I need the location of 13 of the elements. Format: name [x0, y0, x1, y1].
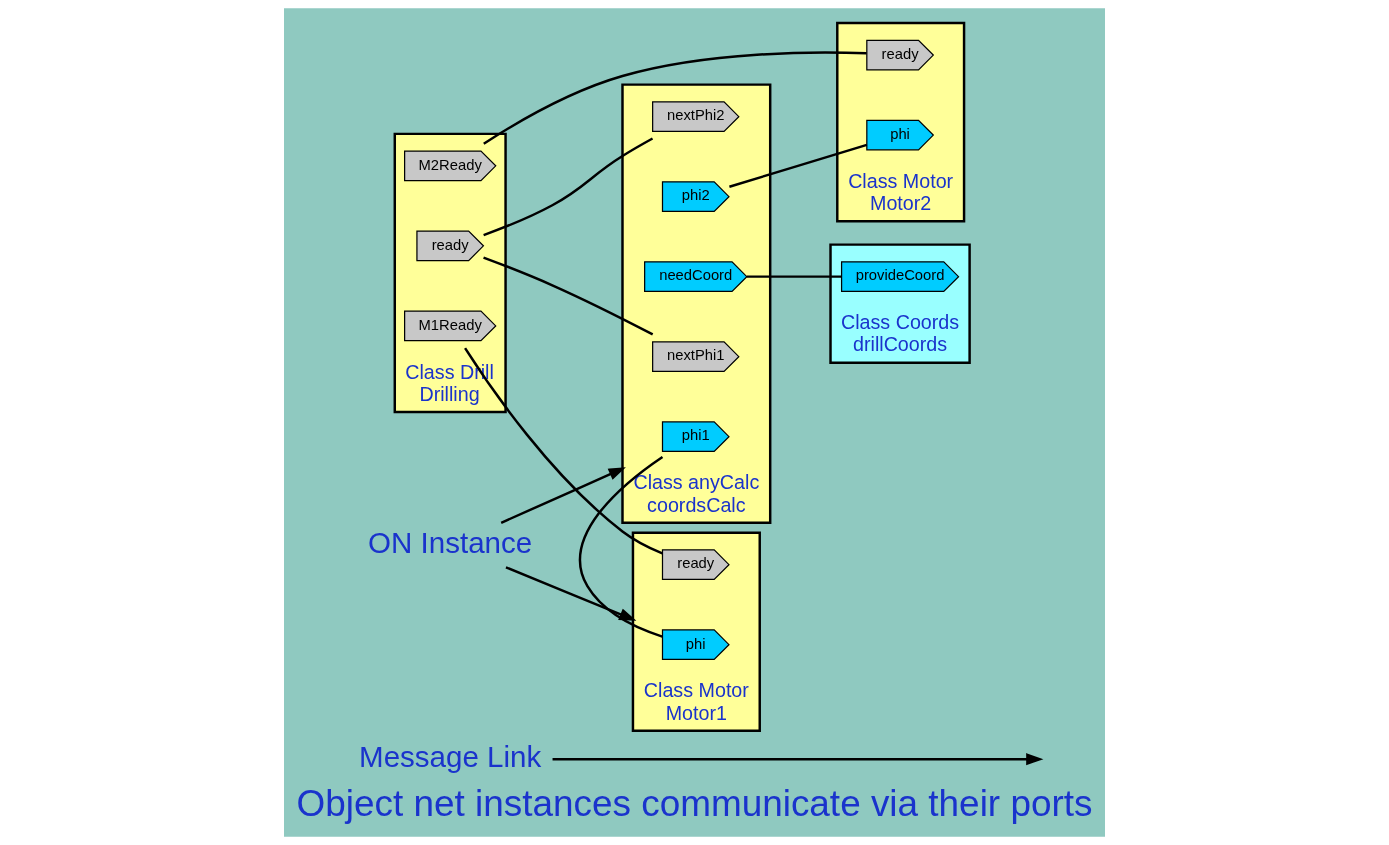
connector [729, 143, 868, 188]
arrow [505, 566, 637, 621]
connector [483, 137, 654, 237]
arrow [552, 753, 1044, 766]
node-text: Message Link [359, 739, 542, 773]
arrow [500, 467, 626, 524]
connector [483, 51, 867, 145]
connector [746, 275, 842, 278]
connector [464, 347, 663, 555]
connector [483, 256, 654, 336]
caption: Object net instances communicate via their ports [296, 782, 1093, 824]
connector [578, 455, 664, 638]
node-text: ON Instance [368, 525, 533, 559]
